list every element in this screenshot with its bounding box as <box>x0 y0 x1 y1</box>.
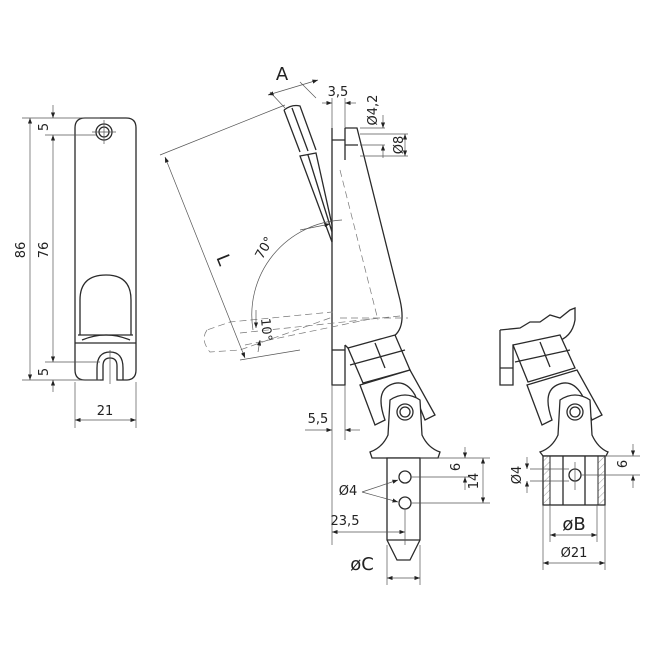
dim-hole-span: 14 <box>467 473 482 490</box>
dim-overall-height: 86 <box>14 242 29 259</box>
sleeve-dimensions: Ø4 6 øB Ø21 <box>510 444 640 570</box>
dim-handle-width: A <box>276 64 289 85</box>
dim-angle-closed: 10° <box>257 318 274 342</box>
dim-offset: 5,5 <box>308 412 329 427</box>
dim-handle-length: L <box>211 251 234 268</box>
dim-sleeve-hole-offset: 6 <box>616 460 631 468</box>
side-view-joint <box>347 334 441 561</box>
side-view-handle <box>203 104 343 353</box>
dim-hole-large: Ø8 <box>392 136 407 155</box>
dim-hole-small: Ø4,2 <box>366 95 381 126</box>
dim-inner-height: 76 <box>37 242 52 259</box>
dim-bottom-offset: 5 <box>37 368 52 376</box>
side-view-bracket <box>239 127 408 386</box>
side-view-dimensions: A L 70° 10° 3,5 Ø4,2 Ø8 5,5 Ø4 23,5 6 14… <box>159 64 490 585</box>
dim-top-offset: 5 <box>37 123 52 131</box>
front-view-dimensions: 86 76 5 5 21 <box>14 105 137 428</box>
dim-angle-open: 70° <box>253 235 278 262</box>
dim-sleeve-hole: Ø4 <box>510 466 525 485</box>
dim-pin-hole-diameter: Ø4 <box>339 484 358 499</box>
sleeve-view-joint <box>499 307 609 457</box>
dim-pin-diameter: øC <box>350 554 374 575</box>
front-view-plate <box>74 117 137 384</box>
dim-inner-diameter: øB <box>562 514 585 535</box>
dim-plate-thickness: 3,5 <box>328 85 349 100</box>
dim-width: 21 <box>97 404 114 419</box>
sleeve <box>542 455 606 506</box>
dim-hole-spacing: 6 <box>449 463 464 471</box>
pivot-pin-icon <box>396 403 414 421</box>
dim-hole-distance: 23,5 <box>331 514 360 529</box>
dim-outer-diameter: Ø21 <box>561 546 588 561</box>
